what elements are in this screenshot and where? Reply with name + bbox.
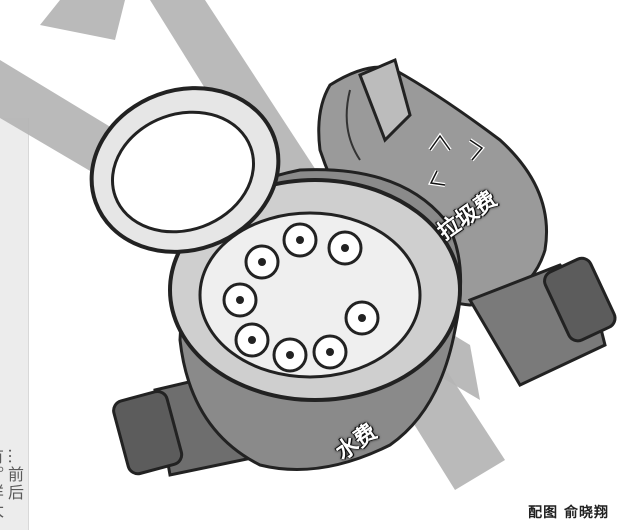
side-column-panel: …前后有。样太 bbox=[0, 118, 29, 530]
side-column-text: …前后有。样太 bbox=[0, 448, 24, 520]
illustrator-caption: 配图 俞晓翔 bbox=[528, 505, 609, 521]
meter-lid-icon bbox=[89, 86, 281, 254]
water-meter-icon bbox=[112, 168, 617, 477]
